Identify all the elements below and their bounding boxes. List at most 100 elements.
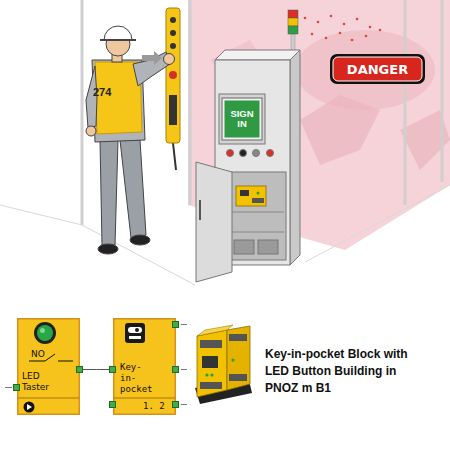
laser-dots-part — [330, 15, 333, 18]
port-square — [172, 366, 179, 373]
fence-part — [189, 0, 192, 205]
laser-dots-part — [325, 37, 328, 40]
control-cabinet-part — [258, 240, 278, 254]
worker-part — [104, 26, 132, 40]
laser-dots-part — [311, 33, 314, 36]
port-square — [172, 401, 179, 408]
key-icon — [135, 328, 139, 332]
port-square — [76, 366, 83, 373]
block-divider — [114, 398, 175, 399]
floor-lines-part — [0, 205, 82, 225]
light-tower-part — [288, 26, 298, 34]
device-photo-part — [197, 325, 233, 336]
control-cabinet-part — [253, 150, 260, 157]
port-stub — [181, 404, 187, 405]
worker-part — [86, 126, 96, 136]
key-icon — [128, 327, 142, 333]
control-cabinet-part — [232, 232, 284, 233]
laser-dots-part — [343, 23, 346, 26]
control-cabinet-part — [240, 150, 247, 157]
port-square — [109, 366, 116, 373]
pendant-control-part — [170, 43, 176, 49]
safety-relay-in-cabinet — [236, 186, 266, 206]
danger-zone-part — [295, 30, 435, 110]
hmi-screen: SIGN IN — [222, 98, 262, 140]
laser-dots-part — [317, 21, 320, 24]
node-text: LED Taster — [22, 371, 66, 393]
screen-bezel — [222, 98, 262, 140]
block-divider — [18, 398, 79, 399]
device-photo-part — [197, 330, 227, 397]
light-tower-part — [288, 18, 298, 26]
port-square — [172, 321, 179, 328]
worker-part — [130, 235, 150, 245]
start-icon — [27, 404, 32, 410]
port-stub — [181, 324, 187, 325]
key-icon — [129, 336, 141, 339]
device-photo-part — [200, 340, 222, 348]
port-square — [13, 384, 20, 391]
control-cabinet-part — [219, 94, 265, 144]
pendant-control-part — [166, 8, 180, 143]
laser-dots-part — [351, 39, 354, 42]
safety-relay-in-cabinet-part — [257, 192, 260, 195]
device-photo-part — [200, 382, 222, 389]
port-stub — [5, 387, 12, 388]
light-tower-part — [288, 10, 298, 18]
fence-part — [81, 0, 84, 225]
laser-dots — [304, 15, 382, 42]
pendant-control-part — [170, 30, 176, 36]
worker-part — [98, 244, 118, 254]
control-cabinet-part — [230, 172, 286, 260]
fence-part — [404, 0, 407, 205]
node-text: 1. 2 — [143, 401, 176, 411]
callout-number: 274 — [93, 86, 111, 98]
pendant-control-part — [170, 17, 176, 23]
safety-relay-in-cabinet-part — [236, 186, 266, 206]
floor-lines-part — [305, 185, 450, 262]
caption-text: Key-in-pocket Block with LED Button Buil… — [265, 346, 425, 397]
worker-part — [100, 39, 136, 41]
node-text: DANGER — [347, 62, 408, 77]
node-text: SIGN IN — [227, 109, 257, 129]
control-cabinet-part — [290, 50, 300, 265]
node-shape — [17, 318, 80, 415]
port-square — [109, 401, 116, 408]
node-text: Key- in- pocket — [120, 362, 158, 395]
worker — [86, 26, 175, 254]
port-stub — [181, 369, 187, 370]
control-cabinet-part — [215, 50, 300, 60]
control-cabinet-part — [232, 212, 284, 213]
push-arrow-part — [142, 51, 162, 65]
pendant-control-part — [173, 143, 176, 170]
laser-dots-part — [379, 29, 382, 32]
block-body — [114, 319, 176, 415]
screen-display — [225, 101, 260, 138]
caption: Key-in-pocket Block with LED Button Buil… — [265, 346, 425, 397]
laser-dots-part — [339, 32, 342, 35]
push-arrow — [142, 51, 162, 65]
fence-part — [441, 0, 444, 182]
control-cabinet-part — [234, 240, 254, 254]
device-photo — [195, 325, 252, 404]
pendant-control-part — [169, 95, 177, 125]
laser-dots-part — [356, 18, 359, 21]
callout-number: 274 — [93, 86, 111, 98]
control-cabinet — [196, 50, 300, 282]
device-photo-part — [227, 326, 250, 390]
sign-frame — [330, 54, 425, 84]
device-photo-part — [231, 358, 234, 361]
function-block: Key- in- pocket 1. 2 — [113, 318, 176, 415]
warning-sign: DANGER — [330, 54, 425, 84]
laser-dots-part — [304, 17, 307, 20]
function-block: NO LED Taster — [17, 318, 80, 415]
worker-part — [164, 54, 175, 65]
control-cabinet-part — [227, 150, 234, 157]
danger-zone-part — [300, 95, 380, 165]
control-cabinet-part — [267, 150, 274, 157]
button-icon — [40, 328, 45, 333]
block-body — [18, 319, 80, 415]
node-text: NO — [31, 349, 80, 359]
